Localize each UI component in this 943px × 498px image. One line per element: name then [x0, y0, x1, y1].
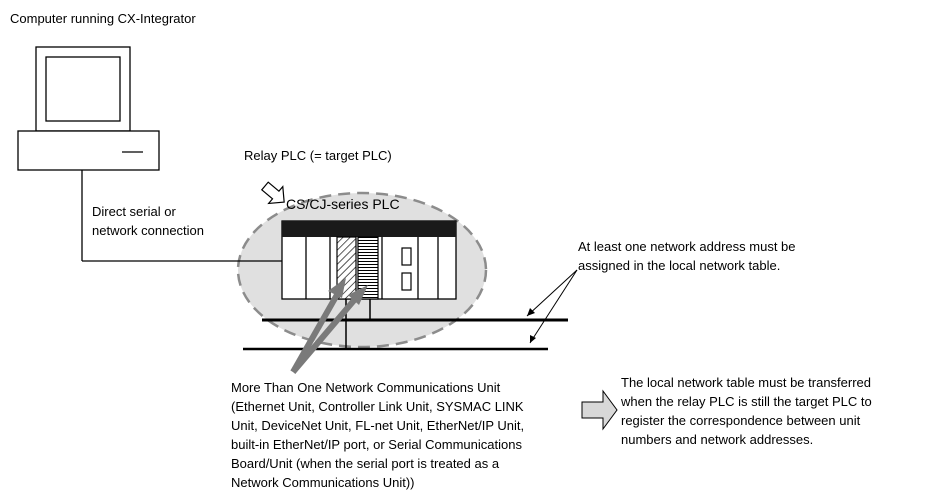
units-caption-line: Unit, DeviceNet Unit, FL-net Unit, Ether… [231, 418, 525, 433]
unit-pointer-arrows [290, 278, 368, 374]
plc-series-label: CS/CJ-series PLC [286, 196, 400, 212]
hollow-pointer-arrow-icon [260, 181, 285, 205]
units-caption-line: Network Communications Unit)) [231, 475, 415, 490]
units-caption-line: Board/Unit (when the serial port is trea… [231, 456, 500, 471]
transfer-note-line: register the correspondence between unit [621, 413, 861, 428]
transfer-note-line: when the relay PLC is still the target P… [621, 394, 872, 409]
transfer-note-line: The local network table must be transfer… [621, 375, 872, 390]
connection-label-line1: Direct serial or [92, 204, 176, 219]
pointer-line-1 [526, 269, 578, 317]
network-address-note-line2: assigned in the local network table. [578, 258, 781, 273]
computer-label: Computer running CX-Integrator [10, 11, 196, 26]
network-address-note-line1: At least one network address must be [578, 239, 796, 254]
transfer-arrow-icon [581, 389, 618, 431]
units-caption-line: More Than One Network Communications Uni… [231, 380, 501, 395]
relay-plc-label: Relay PLC (= target PLC) [244, 148, 392, 163]
units-caption-line: (Ethernet Unit, Controller Link Unit, SY… [231, 399, 524, 414]
transfer-note-line: numbers and network addresses. [621, 432, 814, 447]
plc-rack-icon [281, 220, 457, 320]
computer-icon [17, 46, 160, 171]
pointer-line-2 [529, 269, 578, 344]
units-caption-line: built-in EtherNet/IP port, or Serial Com… [231, 437, 522, 452]
connection-label-line2: network connection [92, 223, 205, 238]
